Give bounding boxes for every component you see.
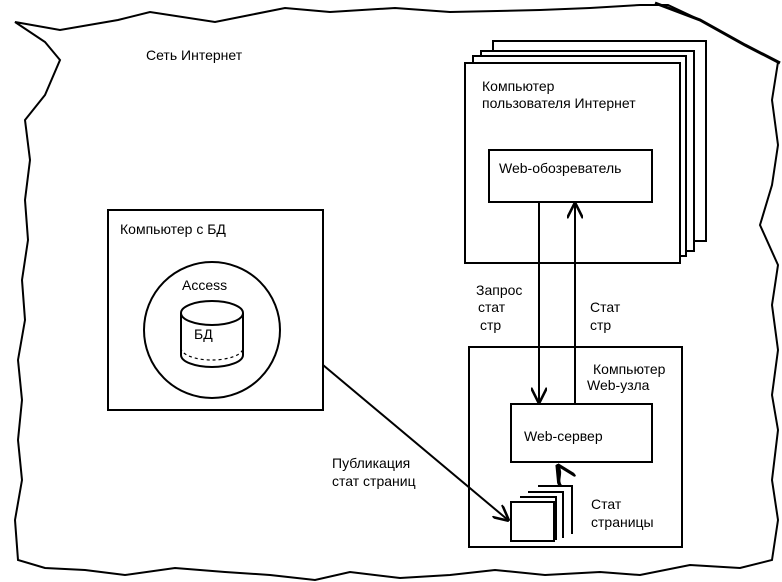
- access-label: Access: [182, 277, 228, 293]
- user-computer-title-line1: Компьютер: [482, 78, 555, 94]
- pages-stack-middle: [528, 491, 564, 538]
- web-server-label: Web-сервер: [524, 428, 603, 444]
- database-cylinder-top: [180, 300, 244, 326]
- request-label-line1: Запрос: [476, 282, 523, 298]
- static-pages-label-line1: Стат: [591, 496, 622, 512]
- database-cylinder-body: [180, 313, 244, 368]
- pages-to-server-arrow: [558, 466, 561, 487]
- browser-box: [488, 149, 653, 203]
- publication-label-line2: стат страниц: [332, 473, 416, 489]
- user-computer-title-line2: пользователя Интернет: [482, 95, 636, 111]
- static-pages-label-line2: страницы: [591, 514, 654, 530]
- web-node-title-line2: Web-узла: [587, 377, 650, 393]
- publication-arrow: [322, 364, 508, 520]
- db-computer-title: Компьютер с БД: [120, 221, 226, 237]
- response-label-line2: стр: [590, 317, 612, 333]
- response-label-line1: Стат: [590, 299, 621, 315]
- static-page-front: [510, 501, 555, 542]
- web-node-title-line1: Компьютер: [593, 361, 666, 377]
- request-label-line2: стат: [478, 299, 506, 315]
- browser-label: Web-обозреватель: [499, 160, 622, 176]
- network-label: Сеть Интернет: [146, 47, 243, 63]
- request-label-line3: стр: [480, 317, 502, 333]
- database-label: БД: [194, 326, 213, 342]
- cloud-top-right-stroke: [654, 1, 781, 65]
- web-server-box: [510, 403, 653, 463]
- pages-stack-inner: [520, 496, 557, 540]
- publication-label-line1: Публикация: [332, 455, 411, 471]
- internet-cloud-outline: [13, 4, 780, 582]
